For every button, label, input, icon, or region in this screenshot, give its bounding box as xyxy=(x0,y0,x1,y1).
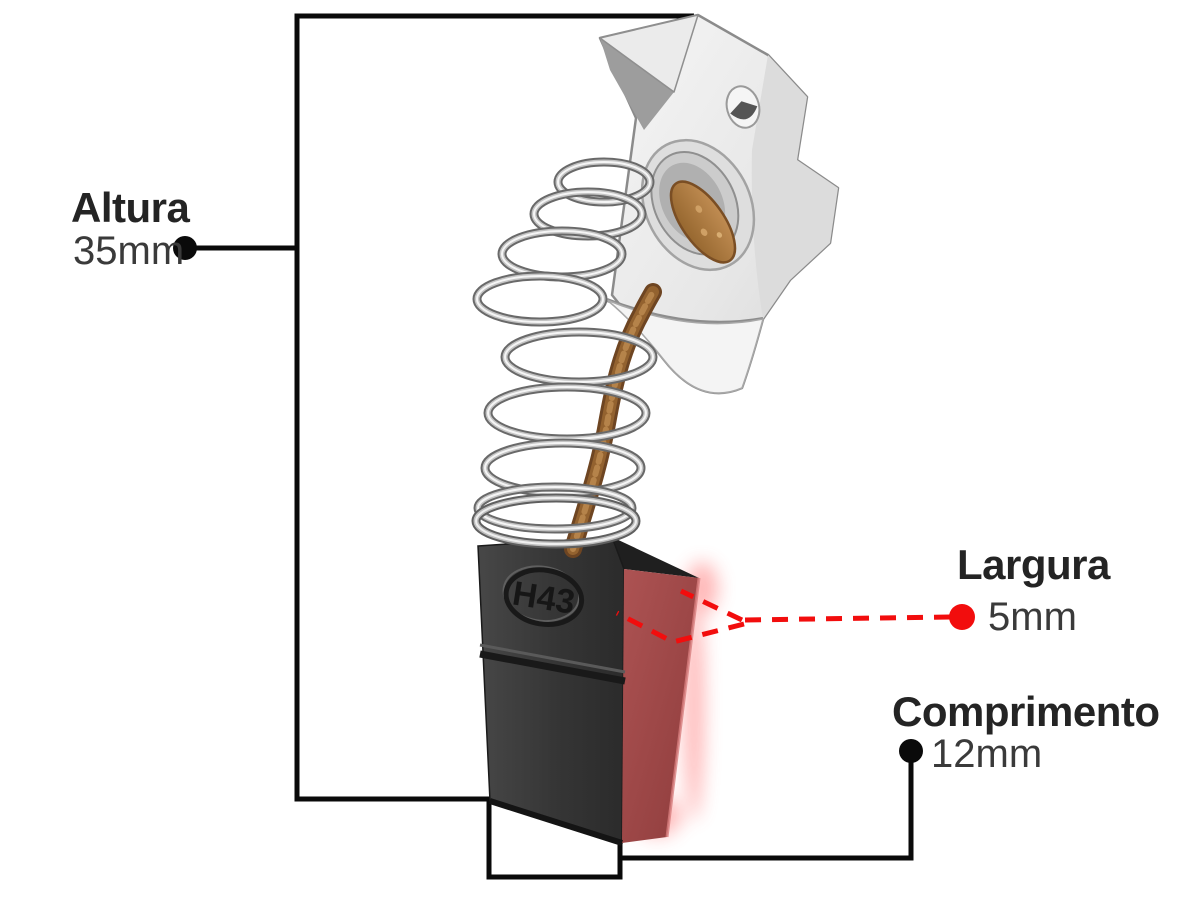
clip-flap-shadow xyxy=(600,38,674,130)
carbon-brush-block: H43 xyxy=(477,536,701,846)
crimp-spot-3 xyxy=(716,232,723,238)
altura-dimension-bracket xyxy=(294,13,694,880)
spring-coil xyxy=(473,482,637,534)
spring-coil xyxy=(553,157,655,207)
clip-hole xyxy=(725,85,761,129)
crimp-blob xyxy=(669,180,737,264)
spring-coil-seat xyxy=(471,493,641,549)
brush-groove-highlight xyxy=(479,643,626,674)
largura-marker-dot xyxy=(949,604,975,630)
dimension-label-comprimento: Comprimento 12mm xyxy=(892,688,1160,776)
brush-red-edge-highlight xyxy=(665,577,701,838)
brush-red-side-face xyxy=(622,569,699,843)
marker-dots xyxy=(173,236,975,763)
hole-shadow xyxy=(730,101,758,120)
coil-spring xyxy=(471,157,658,549)
largura-callout-dashes xyxy=(615,588,951,645)
clip-flap xyxy=(599,14,699,93)
largura-dash-horizontal xyxy=(741,614,951,623)
largura-dash-lower-arm xyxy=(615,610,745,645)
spring-coil xyxy=(483,382,651,444)
crimp-spot-1 xyxy=(695,205,703,213)
marking-oval xyxy=(503,567,585,627)
crimp-spot-2 xyxy=(700,228,708,236)
comprimento-marker-dot xyxy=(899,739,923,763)
spring-coil xyxy=(472,271,608,327)
altura-value: 35mm xyxy=(73,229,185,273)
largura-dash-upper-arm xyxy=(679,588,744,623)
spring-coil xyxy=(500,327,658,387)
comprimento-connector-line xyxy=(620,758,914,861)
dimension-label-altura: Altura 35mm xyxy=(71,184,190,273)
largura-value: 5mm xyxy=(988,595,1077,639)
largura-title: Largura xyxy=(957,541,1110,588)
copper-crimp-tip xyxy=(669,180,737,264)
dimension-label-largura: Largura 5mm xyxy=(957,541,1110,639)
altura-title: Altura xyxy=(71,184,190,231)
altura-marker-dot xyxy=(173,236,197,260)
dimension-lines xyxy=(193,13,914,880)
marking-oval-shadow xyxy=(502,565,581,623)
clip-right-facet xyxy=(751,55,838,319)
brush-bottom-edge xyxy=(489,798,623,846)
spring-coil xyxy=(480,438,646,498)
comprimento-value: 12mm xyxy=(931,732,1043,776)
comprimento-title: Comprimento xyxy=(892,688,1160,735)
brush-groove xyxy=(479,650,626,685)
